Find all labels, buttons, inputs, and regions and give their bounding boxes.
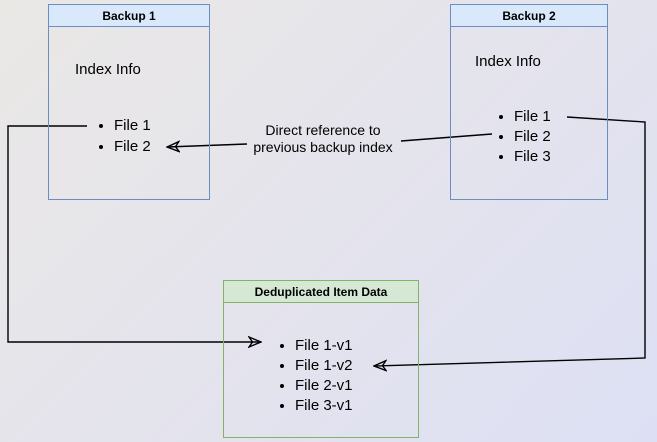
annotation-label: Direct reference to previous backup inde… [223,122,423,156]
dedup-header: Deduplicated Item Data [224,281,418,303]
backup2-file-item: File 2 [514,127,551,147]
backup2-container: Backup 2 [450,4,608,200]
annotation-line1: Direct reference to [265,122,381,138]
backup2-index-info-label: Index Info [475,53,541,70]
backup1-container: Backup 1 [48,4,210,200]
backup1-index-info-label: Index Info [75,61,141,78]
backup2-title: Backup 2 [502,8,556,23]
dedup-container: Deduplicated Item Data [223,280,419,438]
backup1-file-item: File 1 [114,115,151,136]
dedup-file-item: File 1-v2 [295,356,353,376]
dedup-file-item: File 1-v1 [295,336,353,356]
annotation-line2: previous backup index [253,139,393,155]
backup2-file-list: File 1 File 2 File 3 [499,107,551,167]
backup1-header: Backup 1 [49,5,209,27]
backup2-file-item: File 1 [514,107,551,127]
dedup-file-list: File 1-v1 File 1-v2 File 2-v1 File 3-v1 [280,336,353,416]
dedup-file-item: File 2-v1 [295,376,353,396]
dedup-file-item: File 3-v1 [295,396,353,416]
backup1-file-list: File 1 File 2 [99,115,151,157]
backup1-title: Backup 1 [102,8,156,23]
backup2-header: Backup 2 [451,5,607,27]
dedup-title: Deduplicated Item Data [254,284,388,299]
backup1-file-item: File 2 [114,136,151,157]
backup2-file-item: File 3 [514,147,551,167]
